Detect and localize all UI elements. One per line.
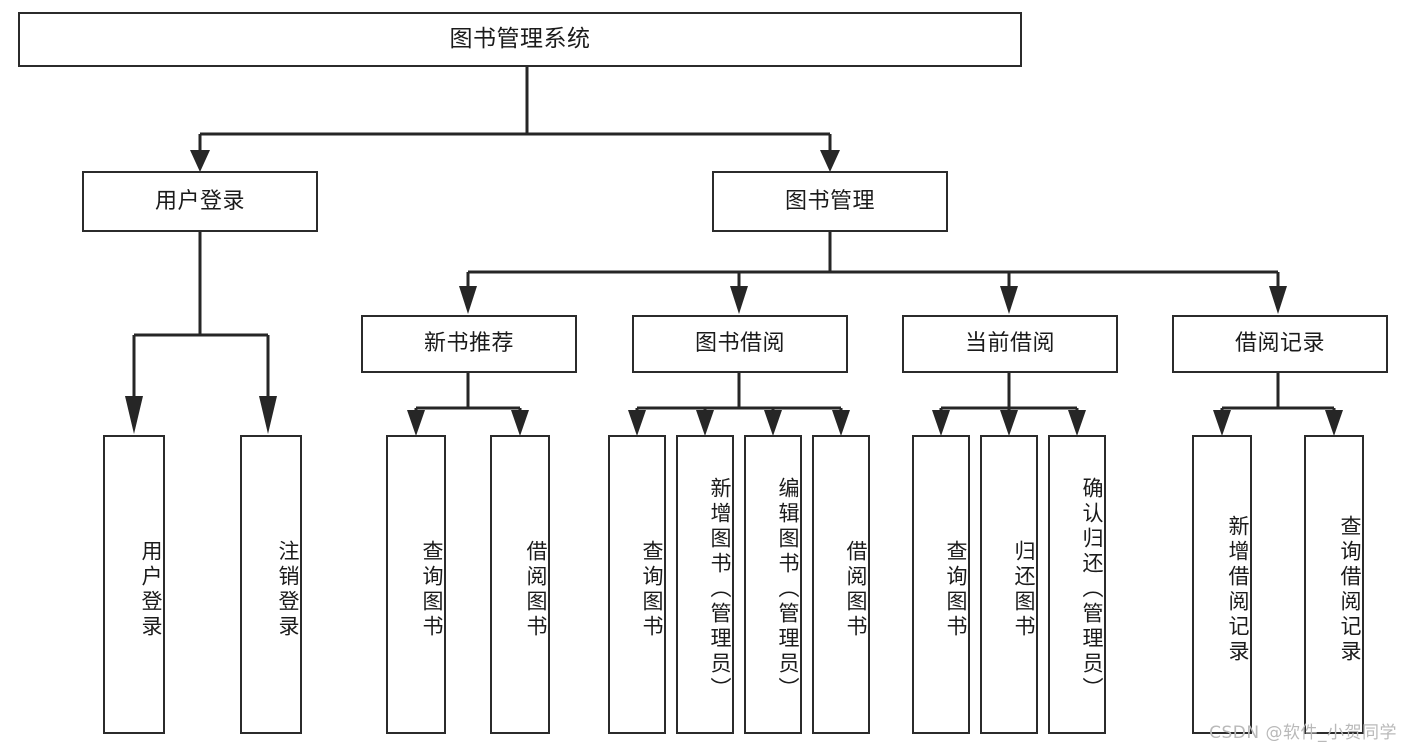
node-leaf-logout[interactable]: 注销登录 [240, 435, 302, 734]
node-leaf-user-login[interactable]: 用户登录 [103, 435, 165, 734]
arrow-leaf-query-book-1 [407, 410, 425, 436]
node-leaf-edit-book[interactable]: 编辑图书（管理员） [744, 435, 802, 734]
arrow-to-new-book-recommend [459, 286, 477, 314]
node-current-borrow[interactable]: 当前借阅 [902, 315, 1118, 373]
node-leaf-add-book-label: 新增图书（管理员） [708, 477, 732, 702]
arrow-leaf-user-login [125, 396, 143, 434]
node-leaf-logout-label: 注销登录 [276, 539, 300, 640]
node-leaf-confirm-return-label: 确认归还（管理员） [1080, 477, 1104, 702]
node-leaf-query-book-3-label: 查询图书 [944, 539, 968, 640]
node-leaf-add-book[interactable]: 新增图书（管理员） [676, 435, 734, 734]
node-leaf-return-book-label: 归还图书 [1012, 539, 1036, 640]
node-leaf-borrow-book-1-label: 借阅图书 [524, 539, 548, 640]
node-root-label: 图书管理系统 [449, 25, 591, 52]
node-leaf-query-book-3[interactable]: 查询图书 [912, 435, 970, 734]
node-leaf-confirm-return[interactable]: 确认归还（管理员） [1048, 435, 1106, 734]
arrow-leaf-query-book-3 [932, 410, 950, 436]
node-leaf-query-book-1[interactable]: 查询图书 [386, 435, 446, 734]
node-leaf-edit-book-label: 编辑图书（管理员） [776, 477, 800, 702]
arrow-to-book-borrow [730, 286, 748, 314]
node-book-borrow[interactable]: 图书借阅 [632, 315, 848, 373]
node-leaf-add-record[interactable]: 新增借阅记录 [1192, 435, 1252, 734]
watermark: CSDN @软件_小贺同学 [1209, 723, 1397, 743]
arrow-to-book-manage [820, 150, 840, 172]
arrow-leaf-borrow-book-1 [511, 410, 529, 436]
node-new-book-recommend-label: 新书推荐 [423, 331, 514, 357]
node-leaf-query-book-2[interactable]: 查询图书 [608, 435, 666, 734]
arrow-leaf-edit-book [764, 410, 782, 436]
node-borrow-record-label: 借阅记录 [1234, 331, 1325, 357]
arrow-to-current-borrow [1000, 286, 1018, 314]
arrow-leaf-add-record [1213, 410, 1231, 436]
node-leaf-borrow-book-2-label: 借阅图书 [844, 539, 868, 640]
arrow-leaf-query-record [1325, 410, 1343, 436]
node-current-borrow-label: 当前借阅 [964, 331, 1055, 357]
node-leaf-query-book-1-label: 查询图书 [420, 539, 444, 640]
arrow-leaf-borrow-book-2 [832, 410, 850, 436]
node-leaf-return-book[interactable]: 归还图书 [980, 435, 1038, 734]
arrow-leaf-logout [259, 396, 277, 434]
node-leaf-query-record-label: 查询借阅记录 [1338, 514, 1362, 665]
node-leaf-add-record-label: 新增借阅记录 [1226, 514, 1250, 665]
arrow-to-user-login [190, 150, 210, 172]
arrow-leaf-query-book-2 [628, 410, 646, 436]
arrow-leaf-return-book [1000, 410, 1018, 436]
node-new-book-recommend[interactable]: 新书推荐 [361, 315, 577, 373]
node-leaf-user-login-label: 用户登录 [139, 539, 163, 640]
node-leaf-query-record[interactable]: 查询借阅记录 [1304, 435, 1364, 734]
node-leaf-borrow-book-2[interactable]: 借阅图书 [812, 435, 870, 734]
node-borrow-record[interactable]: 借阅记录 [1172, 315, 1388, 373]
node-leaf-borrow-book-1[interactable]: 借阅图书 [490, 435, 550, 734]
arrow-to-borrow-record [1269, 286, 1287, 314]
node-root[interactable]: 图书管理系统 [18, 12, 1022, 67]
arrow-leaf-add-book [696, 410, 714, 436]
node-book-manage[interactable]: 图书管理 [712, 171, 948, 232]
node-book-borrow-label: 图书借阅 [694, 331, 785, 357]
node-leaf-query-book-2-label: 查询图书 [640, 539, 664, 640]
node-user-login[interactable]: 用户登录 [82, 171, 318, 232]
arrow-leaf-confirm-return [1068, 410, 1086, 436]
node-book-manage-label: 图书管理 [784, 188, 875, 214]
node-user-login-label: 用户登录 [154, 188, 245, 214]
